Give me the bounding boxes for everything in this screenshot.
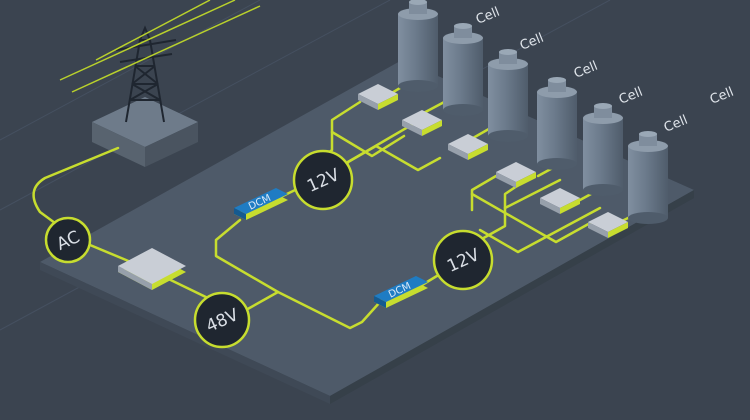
node-12v-top: 12V <box>292 149 354 211</box>
node-12v-bottom: 12V <box>432 229 494 291</box>
node-48v: 48V <box>193 291 251 349</box>
battery-cell-icon <box>488 49 528 142</box>
pol-module-5 <box>540 188 580 214</box>
battery-cell-icon <box>443 23 483 116</box>
cell-label-6: Cell <box>708 85 736 108</box>
power-tower <box>59 0 261 167</box>
pol-module-6 <box>588 212 628 238</box>
pol-module-3 <box>448 134 488 160</box>
cell-label-3: Cell <box>572 59 600 82</box>
cell-label-4: Cell <box>617 85 645 108</box>
cell-label-2: Cell <box>518 31 546 54</box>
pol-module-2 <box>402 110 442 136</box>
converter-module-icon <box>118 248 186 290</box>
battery-cell-icon <box>583 103 623 196</box>
cell-label-1: Cell <box>474 5 502 28</box>
pol-module-1 <box>358 84 398 110</box>
battery-cell-icon <box>398 0 438 92</box>
pol-module-4 <box>496 162 536 188</box>
cells: Cell Cell Cell Cell Cell Cell <box>398 0 736 224</box>
cell-label-5: Cell <box>662 113 690 136</box>
pol-modules <box>358 84 628 238</box>
battery-cell-icon <box>628 131 668 224</box>
battery-cell-icon <box>537 77 577 170</box>
node-ac: AC <box>44 216 92 264</box>
power-lines <box>59 0 261 93</box>
